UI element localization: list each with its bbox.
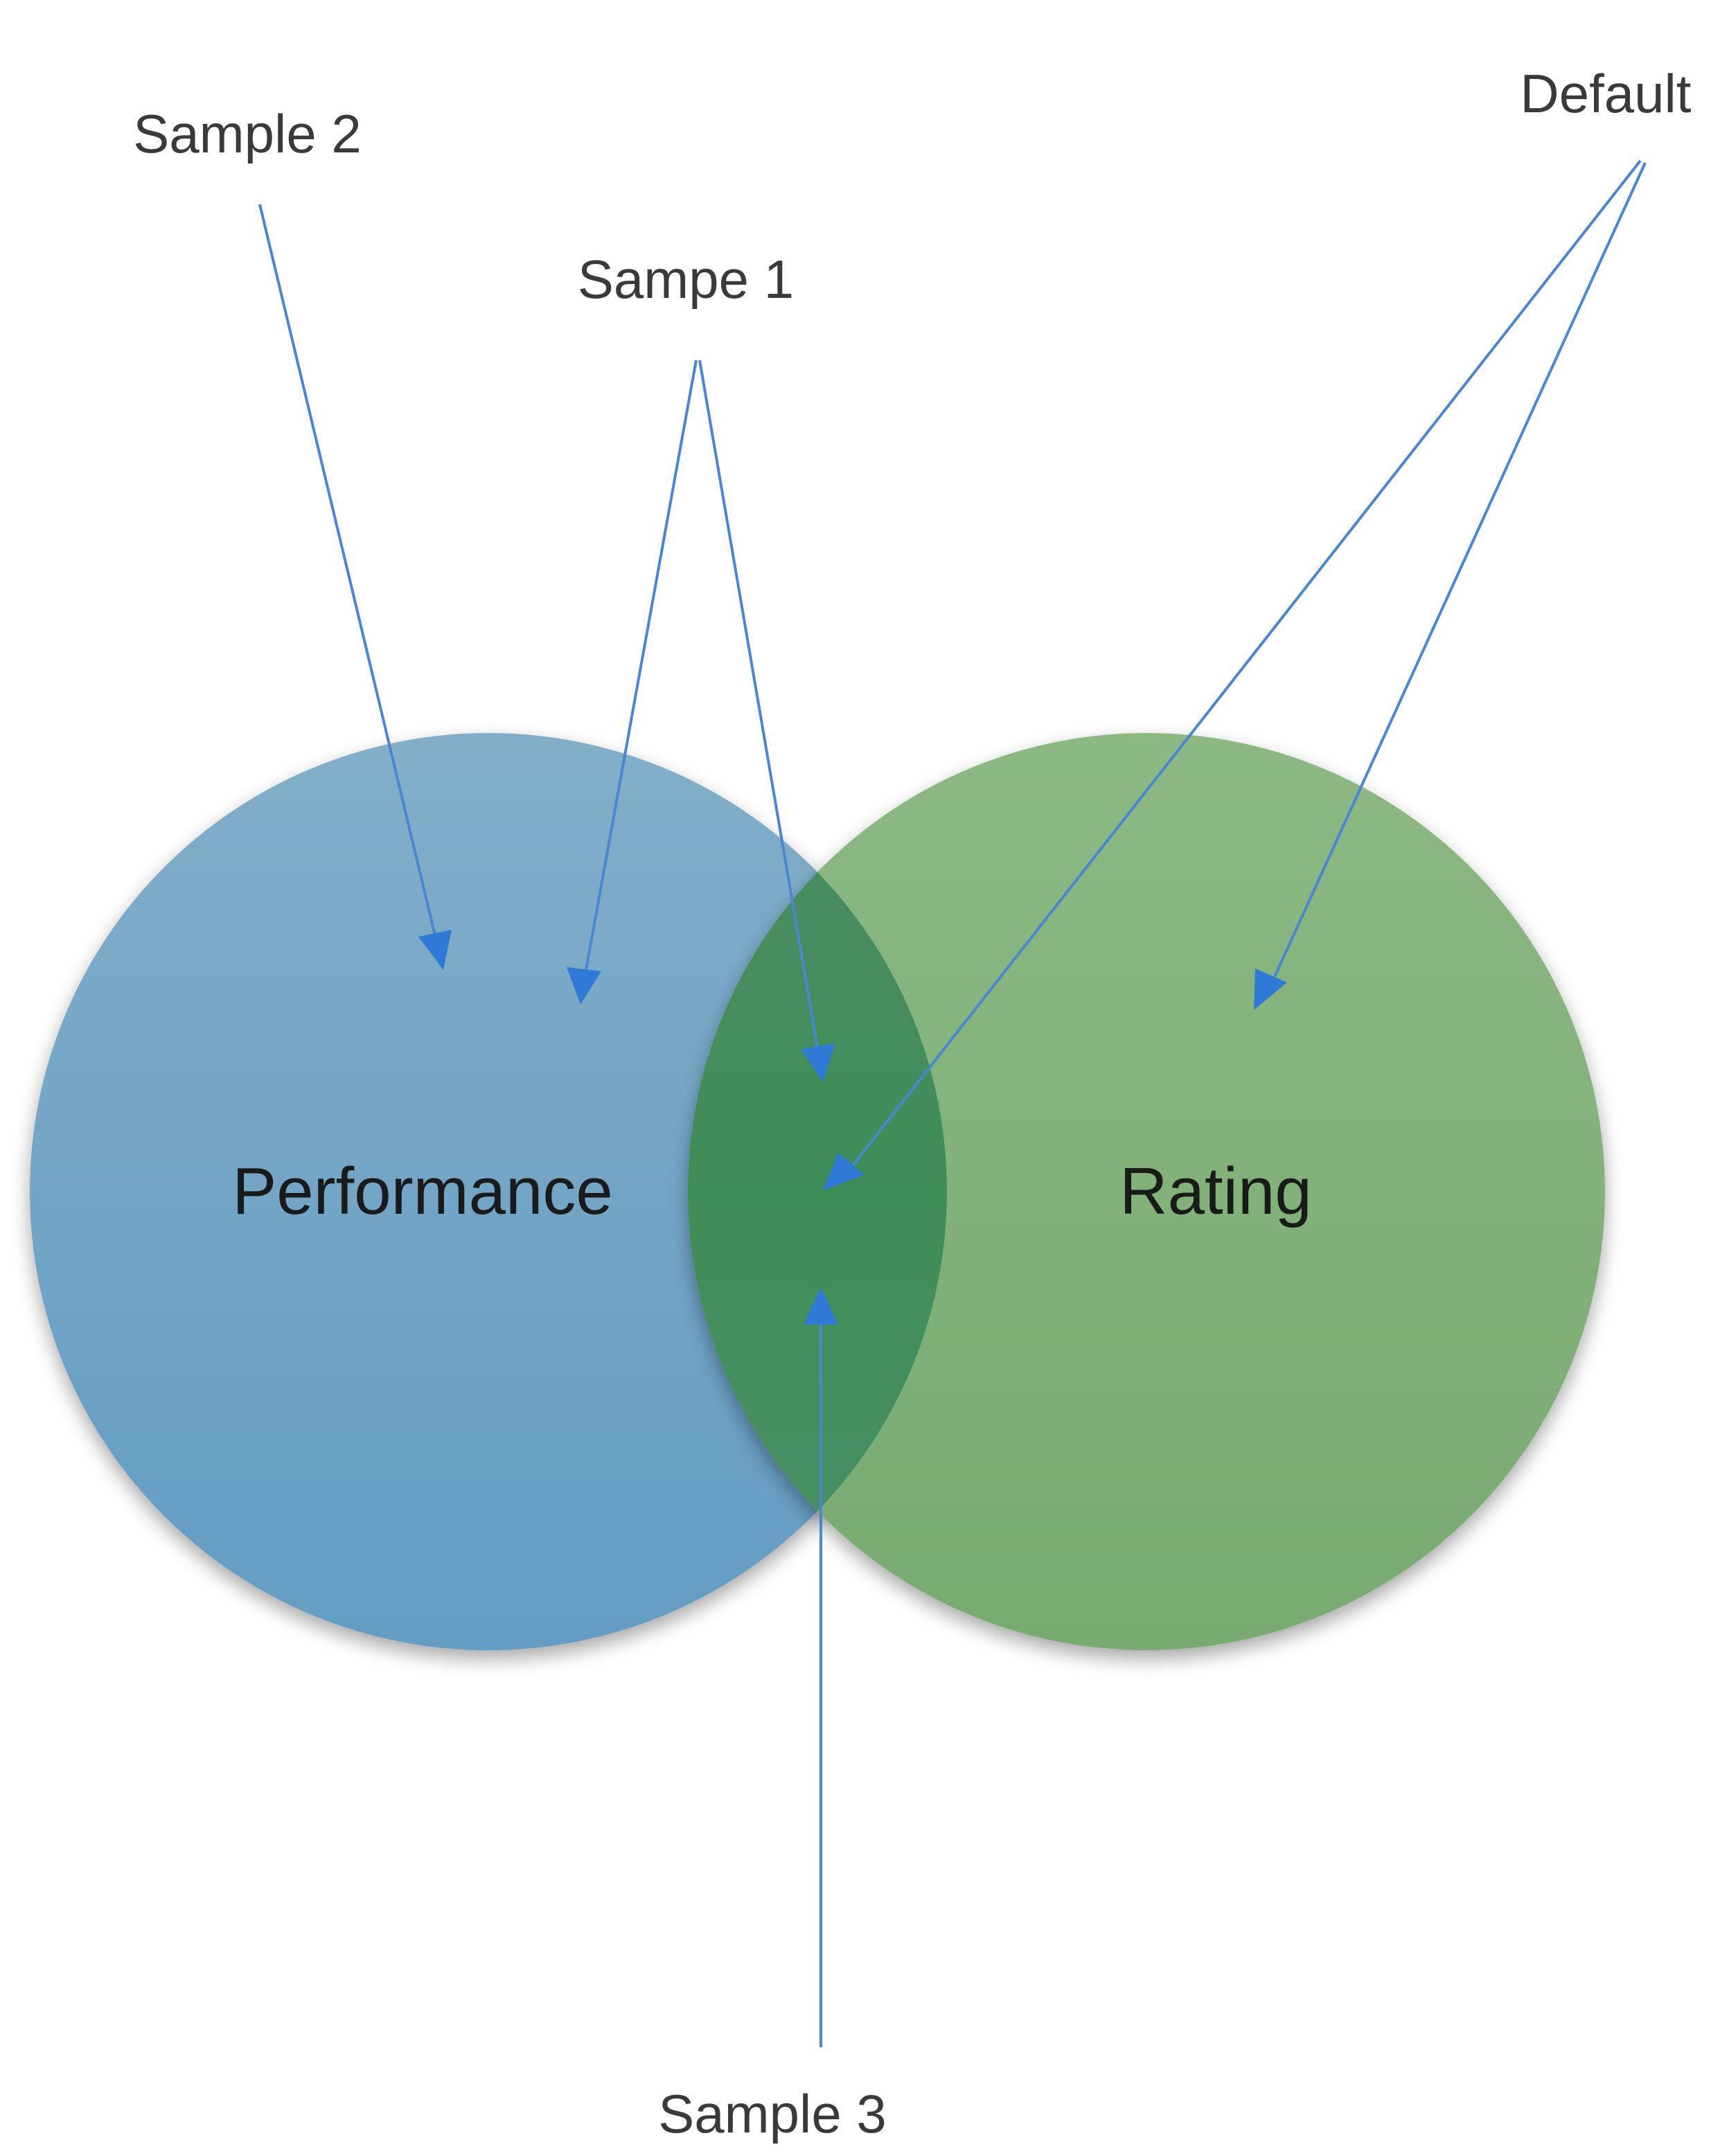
sample3-label: Sample 3 xyxy=(658,2083,887,2144)
performance-label: Performance xyxy=(232,1154,613,1228)
rating-circle xyxy=(688,733,1605,1650)
default-label: Default xyxy=(1520,63,1691,124)
sample2-arrow xyxy=(258,204,452,970)
sample3-arrow xyxy=(804,1287,838,2047)
rating-label: Rating xyxy=(1119,1154,1312,1228)
sample2-label: Sample 2 xyxy=(133,103,362,164)
sample1-label: Sampe 1 xyxy=(578,249,794,310)
sample1-arrow-left xyxy=(567,360,698,1005)
default-arrow-rating xyxy=(1254,162,1647,1010)
default-arrow-overlap xyxy=(823,159,1642,1190)
sample1-arrow-overlap xyxy=(698,360,835,1082)
performance-circle xyxy=(30,733,947,1650)
